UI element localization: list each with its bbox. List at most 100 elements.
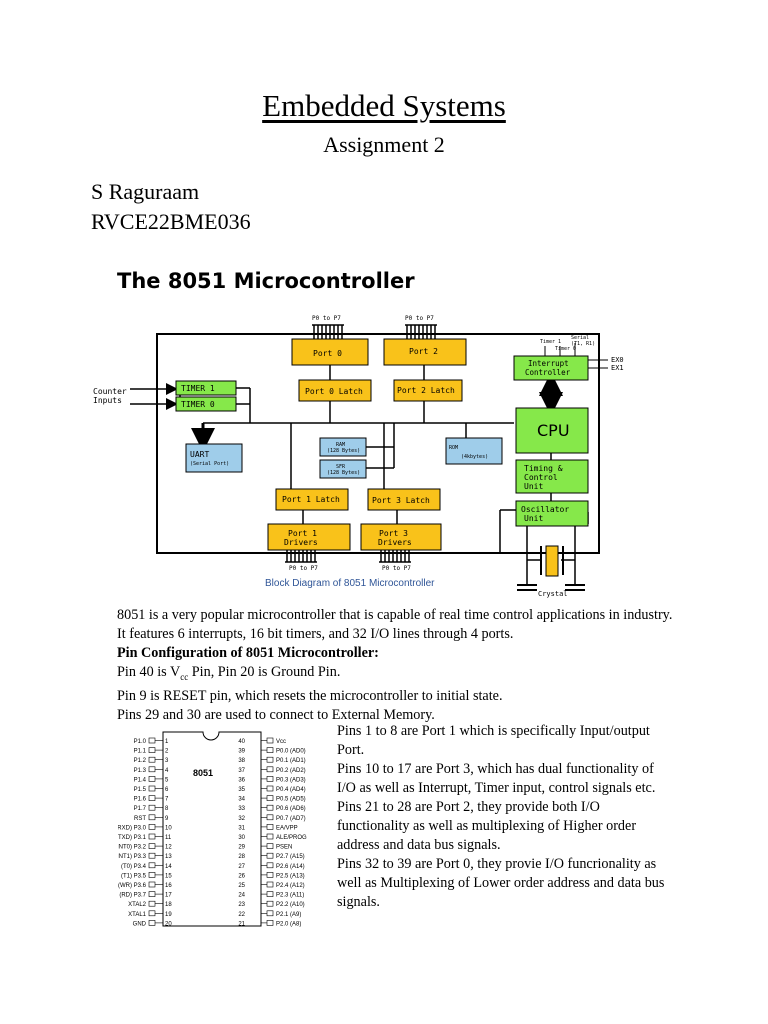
pin-name: (T1) P3.5 xyxy=(121,873,147,879)
pin-number: 6 xyxy=(165,787,169,793)
pin-box xyxy=(266,747,274,753)
pin-box xyxy=(148,920,156,926)
port3-drivers-sub-label: Drivers xyxy=(378,538,412,547)
interrupt-block xyxy=(513,355,589,381)
pin-box xyxy=(148,891,156,897)
port3-description: Pins 10 to 17 are Port 3, which has dual… xyxy=(337,761,656,796)
port2-latch-block xyxy=(393,379,463,402)
pin-number: 27 xyxy=(238,864,245,870)
pin-number: 21 xyxy=(238,921,245,927)
pin-number: 36 xyxy=(238,777,245,783)
pin-name: (WR) P3.6 xyxy=(118,883,147,889)
pin-box xyxy=(148,881,156,888)
pin-number: 31 xyxy=(238,825,245,831)
pin-box xyxy=(148,804,156,811)
pin-box xyxy=(266,804,274,811)
pin-box xyxy=(148,872,156,878)
timer1-block xyxy=(175,380,237,396)
port2-pins xyxy=(405,324,437,339)
pin-name: Vcc xyxy=(276,739,286,745)
pin-right-36: 36 P0.3 (AD3) xyxy=(238,776,306,783)
pin-box xyxy=(266,833,274,840)
pin-number: 33 xyxy=(238,806,245,812)
serial-small-label: Serial xyxy=(571,335,589,341)
pin-number: 17 xyxy=(165,893,172,899)
section-heading: The 8051 Microcontroller xyxy=(117,269,415,293)
pin-number: 4 xyxy=(165,768,169,774)
pin-number: 7 xyxy=(165,797,169,803)
rom-label: ROM xyxy=(449,445,458,451)
sfr-sub-label: (128 Bytes) xyxy=(327,470,360,476)
port1-drivers-sub-label: Drivers xyxy=(284,538,318,547)
timer0-small-label: Timer 0 xyxy=(555,346,576,352)
pin-box xyxy=(266,920,274,926)
pin-name: P1.4 xyxy=(134,777,147,783)
ex1-label: EX1 xyxy=(611,364,624,372)
interrupt-sub-label: Controller xyxy=(525,368,571,377)
pin-number: 14 xyxy=(165,864,172,870)
chip-label: 8051 xyxy=(193,768,213,778)
port0-latch-label: Port 0 Latch xyxy=(305,387,363,396)
pin-number: 20 xyxy=(165,921,172,927)
ram-block xyxy=(319,437,367,457)
unit-label: Unit xyxy=(524,482,543,491)
serial-small-sub-label: (T1, R1) xyxy=(571,341,595,347)
oscillator-label: Oscillator xyxy=(521,505,569,514)
pin-box xyxy=(266,766,274,773)
pin-number: 15 xyxy=(165,873,172,879)
pin-box xyxy=(266,862,274,869)
pin-number: 10 xyxy=(165,825,172,831)
pin-box xyxy=(148,910,156,917)
pin-box xyxy=(266,852,274,859)
pin-name: P1.3 xyxy=(134,768,147,774)
counter-arrows xyxy=(130,383,251,423)
pin-number: 19 xyxy=(165,912,172,918)
pin-name: P1.6 xyxy=(134,797,147,803)
pin-box xyxy=(266,756,274,763)
port3-pins xyxy=(379,550,411,563)
pin-number: 38 xyxy=(238,758,245,764)
pin-number: 34 xyxy=(238,797,245,803)
timing-label: Timing & xyxy=(524,464,563,473)
pin-number: 2 xyxy=(165,749,169,755)
pin-left-4: P1.3 4 xyxy=(134,766,169,774)
body-text: 8051 is a very popular microcontroller t… xyxy=(117,606,677,725)
inputs-label: Inputs xyxy=(93,396,122,405)
timing-block xyxy=(515,459,589,494)
pin-box xyxy=(148,785,156,792)
timer0-block xyxy=(175,396,237,412)
interrupt-label: Interrupt xyxy=(528,359,569,368)
pin-number: 13 xyxy=(165,854,172,860)
pin-number: 9 xyxy=(165,816,169,822)
pin-name: (INT0) P3.2 xyxy=(118,845,147,851)
uart-block xyxy=(185,443,243,473)
pin-name: P0.3 (AD3) xyxy=(276,777,306,783)
pin-name: P0.6 (AD6) xyxy=(276,806,306,812)
port1-latch-block xyxy=(275,488,349,511)
port3-drivers-block xyxy=(360,523,442,551)
ram-sub-label: (128 Bytes) xyxy=(327,448,360,454)
pin-left-15: (T1) P3.5 15 xyxy=(121,872,172,879)
pin-number: 16 xyxy=(165,883,172,889)
pin-name: P2.7 (A15) xyxy=(276,854,305,860)
port-descriptions: Pins 1 to 8 are Port 1 which is specific… xyxy=(337,722,672,912)
pin-number: 37 xyxy=(238,768,245,774)
pin-box xyxy=(266,795,274,801)
ex0-label: EX0 xyxy=(611,356,624,364)
pin-box xyxy=(266,900,274,907)
pin-number: 22 xyxy=(238,912,245,918)
